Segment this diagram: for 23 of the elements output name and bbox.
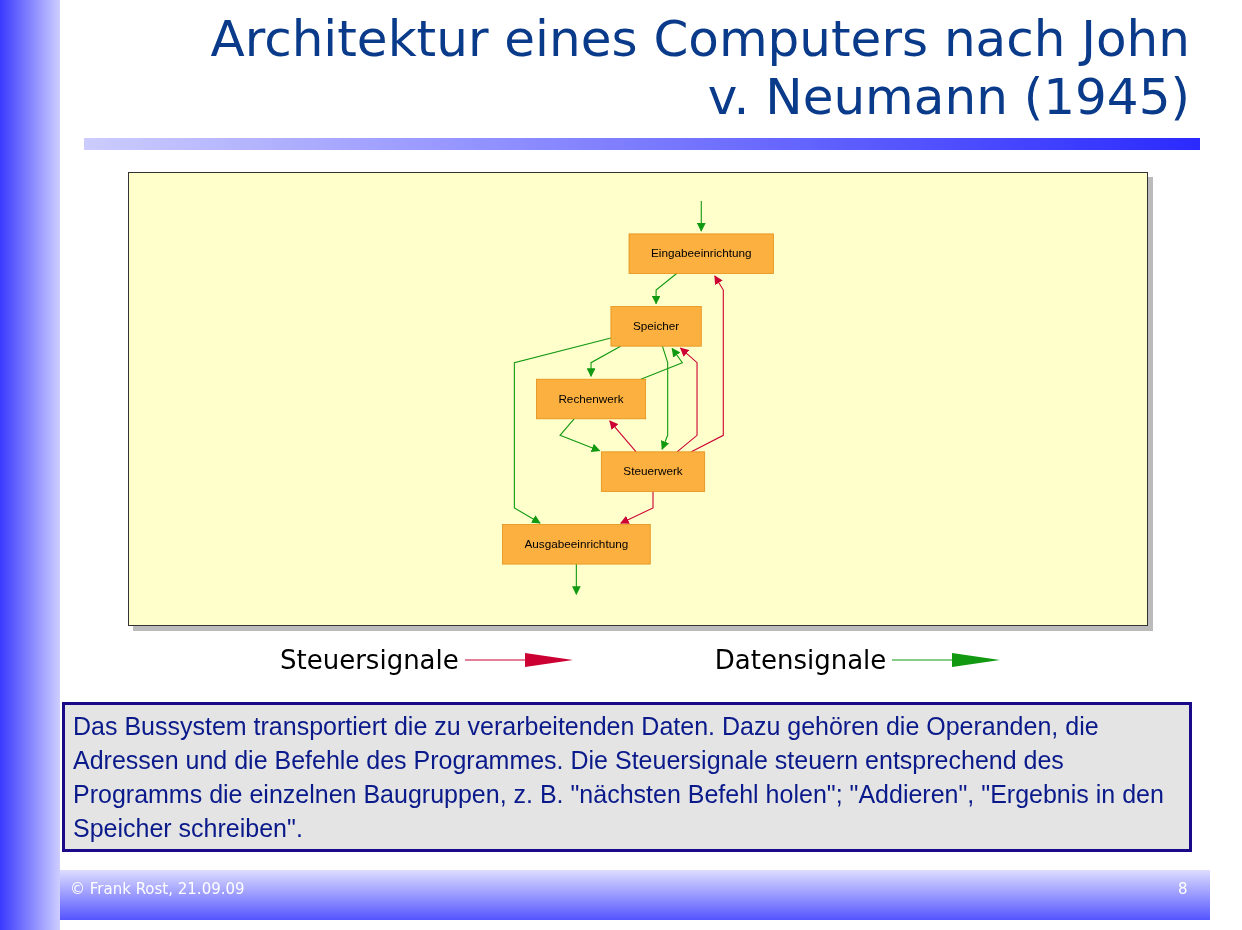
arrow (696, 200, 706, 232)
legend-text: Steuersignale (280, 645, 459, 675)
node-box (600, 451, 706, 492)
page-number: 8 (1178, 880, 1188, 898)
arrow (559, 418, 601, 452)
arrow (640, 347, 684, 380)
node-box (502, 524, 651, 565)
legend-text: Datensignale (714, 645, 887, 675)
node-box (628, 233, 774, 274)
footer-text: © Frank Rost, 21.09.09 (70, 880, 245, 898)
arrow (571, 563, 581, 596)
arrow (661, 345, 670, 450)
arrow (676, 347, 698, 453)
arrow (586, 345, 622, 378)
arrow (651, 272, 678, 305)
slide-title: Architektur eines Computers nach John v. Neumann (1945) (209, 10, 1190, 126)
arrow (513, 337, 612, 524)
arrow (620, 490, 654, 524)
arrow (609, 420, 637, 453)
caption-paragraph: Das Bussystem transportiert die zu verarbeitenden Daten. Dazu gehören die Operanden, die Adressen und die Befehle des Programmes. Die Steuersignale steuern entsprechend des Programms die einzelnen Baugruppen, z. B. "nächsten Befehl holen"; "Addieren", "Ergebnis in den Speicher schreiben". (62, 702, 1192, 852)
arrow (690, 275, 724, 453)
node-box (536, 378, 647, 420)
node-box (610, 306, 702, 347)
